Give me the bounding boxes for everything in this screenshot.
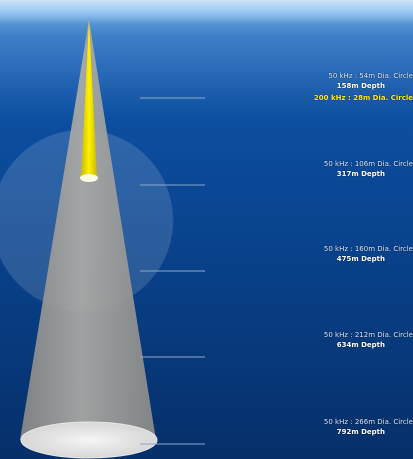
depth-label: 475m Depth [336,255,385,263]
200khz-beam-size-label: 200 kHz : 28m Dia. Circle [313,94,413,102]
label-group-634m: 50 kHz : 212m Dia. Circle 634m Depth [243,330,413,350]
200khz-footprint-circle [80,174,98,182]
water-surface [0,0,413,24]
beam-size-label: 50 kHz : 54m Dia. Circle [328,72,413,80]
label-group-317m: 50 kHz : 106m Dia. Circle 317m Depth [243,159,413,179]
label-group-158m: 50 kHz : 54m Dia. Circle 158m Depth 200 … [243,71,413,103]
label-group-475m: 50 kHz : 160m Dia. Circle 475m Depth [243,244,413,264]
50khz-footprint-circle [20,421,158,459]
beam-size-label: 50 kHz : 266m Dia. Circle [323,418,413,426]
beam-size-label: 50 kHz : 212m Dia. Circle [323,331,413,339]
50khz-beam-cone [20,20,156,440]
depth-label: 317m Depth [336,170,385,178]
depth-label: 792m Depth [336,428,385,436]
beam-size-label: 50 kHz : 160m Dia. Circle [323,245,413,253]
depth-label: 158m Depth [336,82,385,90]
depth-label: 634m Depth [336,341,385,349]
beam-size-label: 50 kHz : 106m Dia. Circle [323,160,413,168]
label-group-792m: 50 kHz : 266m Dia. Circle 792m Depth [243,417,413,437]
200khz-beam-cone [81,20,97,178]
